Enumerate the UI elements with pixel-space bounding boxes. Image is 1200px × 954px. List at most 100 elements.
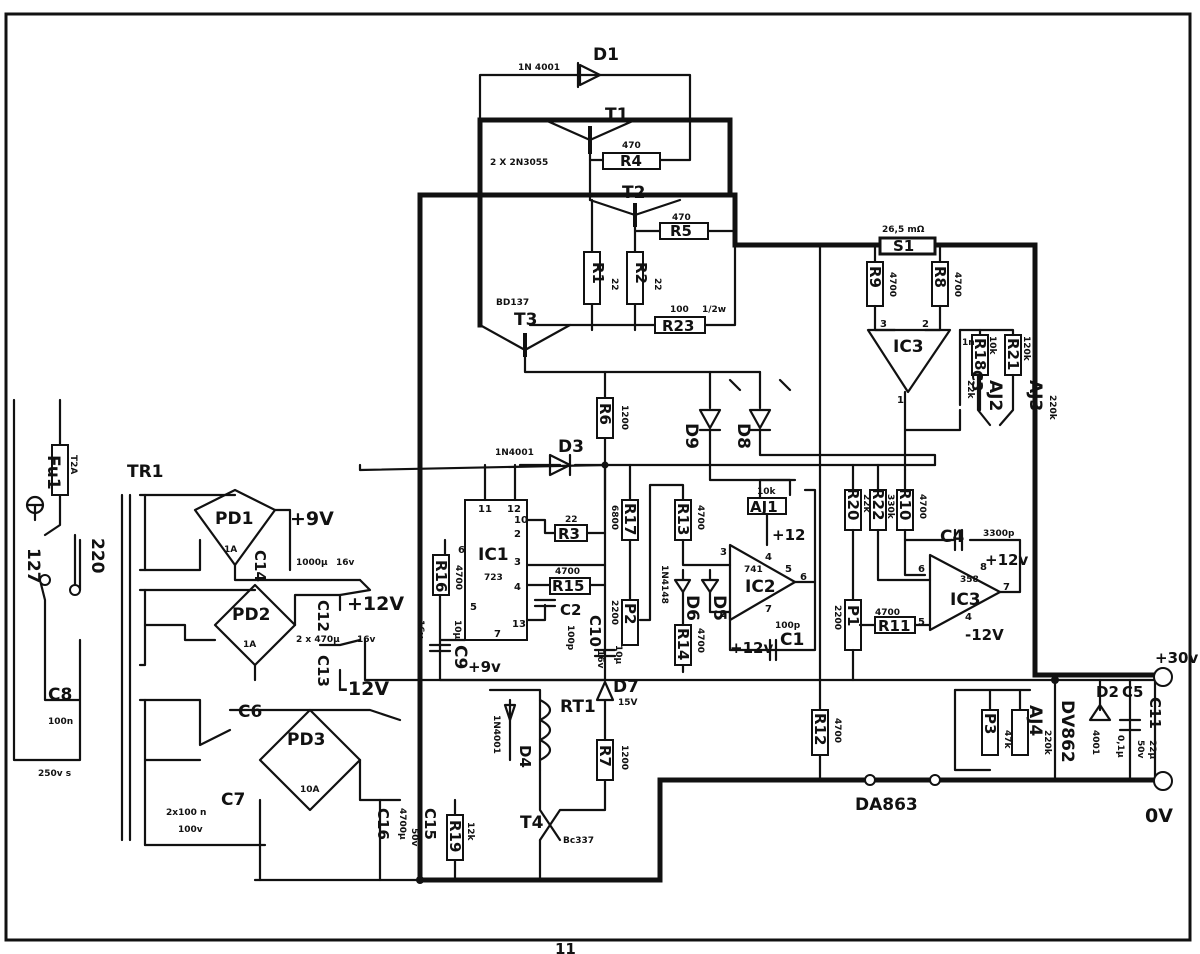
aj4-label: AJ4 <box>1025 705 1045 736</box>
r4-label: R4 <box>620 152 642 170</box>
ic1-pin5: 5 <box>470 602 477 613</box>
plus-terminal[interactable] <box>1153 667 1173 687</box>
r10-label: R10 <box>896 488 914 520</box>
opamp-ic3-lower <box>844 463 1022 682</box>
d2-label: D2 <box>1096 683 1119 701</box>
output-terminals <box>39 191 1173 884</box>
c2-value: 100p <box>565 625 575 651</box>
p3-label: P3 <box>981 713 999 734</box>
r10-value: 4700 <box>917 494 927 519</box>
r2-label: R2 <box>632 262 650 284</box>
c12-13-voltage: 16v <box>357 635 376 645</box>
d3-label: D3 <box>558 437 584 457</box>
ic1-pin7: 7 <box>494 629 501 640</box>
r20-value: 22k <box>861 494 871 514</box>
c4-label: C4 <box>940 527 964 547</box>
mains-input <box>12 398 82 762</box>
t4-type: Bc337 <box>563 836 594 846</box>
r22-value: 330k <box>885 494 895 520</box>
ic3b-pin6: 6 <box>918 564 925 575</box>
transformer-and-rectifiers <box>120 488 1162 882</box>
page-number: 11 <box>555 940 576 954</box>
ic2-plus12v: +12v <box>730 639 773 657</box>
d4-label: D4 <box>516 745 534 768</box>
r3-label: R3 <box>558 525 580 543</box>
c11-value: 22µ <box>1147 740 1157 760</box>
ic1-pin2: 2 <box>514 529 521 540</box>
r11-label: R11 <box>878 617 910 635</box>
c14-label: C14 <box>251 550 269 582</box>
aj1-value: 10k <box>757 487 777 497</box>
ic3a-label: IC3 <box>893 337 924 357</box>
p1-value: 2200 <box>832 605 842 630</box>
c8-label: C8 <box>48 685 72 705</box>
plus12v-rail: +12V <box>347 593 404 615</box>
c7-label: C7 <box>221 790 245 810</box>
ic3b-plus12v: +12v <box>985 551 1028 569</box>
c5-value: 0,1µ <box>1115 735 1125 758</box>
transformer-label: TR1 <box>127 462 164 482</box>
aj2-value: 22k <box>965 380 975 400</box>
c6-7-value: 2x100 n <box>166 808 206 818</box>
ic2-pin6: 6 <box>800 572 807 583</box>
c1-value: 100p <box>775 621 801 631</box>
zero-rail: 0V <box>1145 805 1173 827</box>
junction <box>476 191 484 199</box>
ic1-type: 723 <box>484 573 503 583</box>
fuse-label: Fu1 <box>43 455 63 490</box>
ic1-pin13: 13 <box>512 619 526 630</box>
ic3b-label: IC3 <box>950 590 981 610</box>
r12-value: 4700 <box>832 718 842 743</box>
c10-voltage: 16v <box>595 650 605 669</box>
c9-voltage: 16v <box>415 620 425 639</box>
ic3a-pin2: 2 <box>922 319 929 330</box>
labels: D1 1N 4001 T1 2 X 2N3055 470 R4 T2 470 R… <box>23 45 1198 954</box>
t3-label: T3 <box>514 310 537 330</box>
aj3-value: 220k <box>1047 395 1057 421</box>
pd2-rating: 1A <box>243 640 256 650</box>
r5-label: R5 <box>670 222 692 240</box>
r17-label: R17 <box>621 503 639 535</box>
mains-220-terminal <box>69 584 81 596</box>
r21-value: 120k <box>1021 336 1031 362</box>
dv862-label: DV862 <box>1057 700 1077 763</box>
relay-section <box>488 680 615 882</box>
ic2-pin2: 2 <box>720 609 727 620</box>
da863-label: DA863 <box>855 795 918 815</box>
r23-power: 1/2w <box>702 305 726 315</box>
ic2-pin5: 5 <box>785 564 792 575</box>
r19-value: 12k <box>465 822 475 842</box>
r21-label: R21 <box>1004 338 1022 370</box>
d56-type: 1N4148 <box>659 565 669 604</box>
d8-label: D8 <box>733 423 753 449</box>
p2-value: 2200 <box>609 600 619 625</box>
ic2-type: 741 <box>744 565 763 575</box>
d1-label: D1 <box>593 45 619 65</box>
c14-voltage: 16v <box>336 558 355 568</box>
ic1-pin12: 12 <box>507 504 521 515</box>
r13-label: R13 <box>674 503 692 535</box>
zero-terminal[interactable] <box>1153 771 1173 791</box>
r23-value: 100 <box>670 305 689 315</box>
t1-t2-type: 2 X 2N3055 <box>490 158 548 168</box>
r1-value: 22 <box>609 278 619 291</box>
aj2-label: AJ2 <box>985 380 1005 411</box>
c6-7-voltage: 100v <box>178 825 203 835</box>
ic2-pin3: 3 <box>720 547 727 558</box>
r8-label: R8 <box>931 266 949 288</box>
r3-value: 22 <box>565 515 578 525</box>
meters-section <box>811 243 1157 782</box>
pd1-label: PD1 <box>215 509 253 529</box>
c15-16-voltage: 50v <box>409 828 419 847</box>
ic1-pin3: 3 <box>514 557 521 568</box>
c8-voltage: 250v s <box>38 769 71 779</box>
ic2-pin4: 4 <box>765 552 772 563</box>
ic3b-pin5: 5 <box>918 617 925 628</box>
p2-label: P2 <box>621 603 639 624</box>
t1-label: T1 <box>605 105 628 125</box>
ic1-pin10: 10 <box>514 515 528 526</box>
r18-value: 10k <box>987 336 997 356</box>
plus9v-rail: +9V <box>290 508 334 530</box>
r7-label: R7 <box>596 745 614 767</box>
c8-value: 100n <box>48 717 73 727</box>
